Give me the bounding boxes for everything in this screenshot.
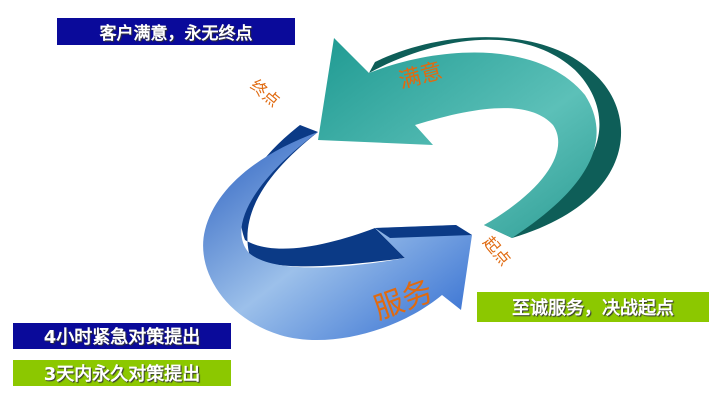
service-arrow-side <box>240 125 442 295</box>
service-arrowhead-top <box>375 225 472 238</box>
service-arrow <box>203 132 473 341</box>
policy-item-urgent: 4小时紧急对策提出 <box>13 323 231 349</box>
start-box: 至诚服务，决战起点 <box>477 292 709 322</box>
satisfaction-arrow-side <box>369 37 622 239</box>
satisfaction-arrow <box>318 38 597 238</box>
policy-item-permanent: 3天内永久对策提出 <box>13 360 231 386</box>
title-box: 客户满意，永无终点 <box>57 18 295 45</box>
